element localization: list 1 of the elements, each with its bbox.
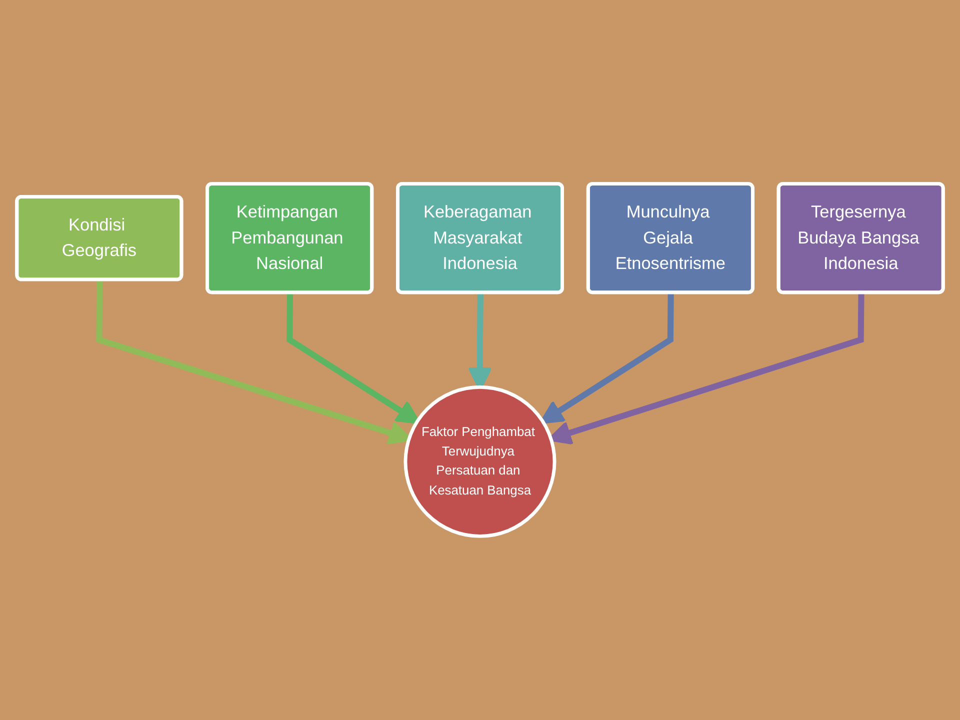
node-circle: Faktor Penghambat Terwujudnya Persatuan dan Kesatuan Bangsa bbox=[404, 385, 556, 538]
